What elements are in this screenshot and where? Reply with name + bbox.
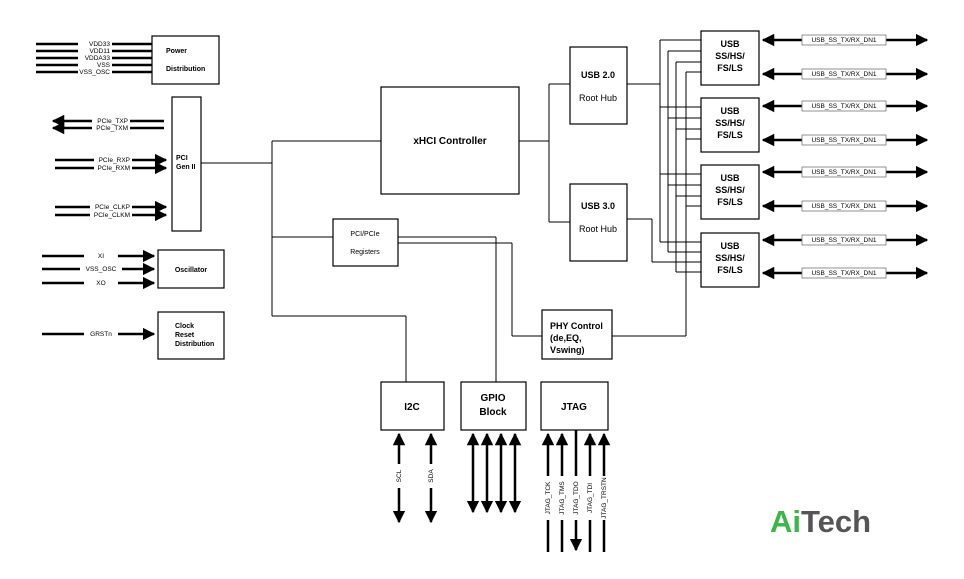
gpio-block: GPIO Block (460, 381, 527, 514)
registers-block: PCI/PCIe Registers (332, 218, 399, 267)
pin-label: SCL (396, 469, 403, 482)
i2c-block: I2C SCL SDA (380, 381, 445, 524)
pin-label: GRSTn (90, 331, 112, 338)
usb-port-2: USB SS/HS/ FS/LS USB_SS_TX/RX_DN1 USB_SS… (700, 97, 929, 153)
gpio-label: GPIO (480, 393, 505, 404)
pin-label: PCIe_TXP (97, 118, 128, 125)
signal-label: USB_SS_TX/RX_DN1 (811, 37, 876, 44)
signal-label: USB_SS_TX/RX_DN1 (811, 71, 876, 78)
usb-speed-label: SS/HS/ (715, 185, 745, 195)
block-label: Block (479, 407, 507, 418)
pin-label: XO (96, 280, 105, 287)
xhci-label: xHCI Controller (413, 136, 486, 147)
pci-label: PCI (176, 155, 188, 162)
pin-label: JTAG_TCK (545, 481, 552, 514)
usb-label: USB (720, 39, 740, 49)
phy-label-1: PHY Control (550, 321, 603, 331)
usb-port-1: USB SS/HS/ FS/LS USB_SS_TX/RX_DN1 USB_SS… (700, 30, 929, 86)
usb-speed-label: FS/LS (717, 265, 743, 275)
distribution-label: Distribution (175, 341, 214, 348)
root-hub-label: Root Hub (579, 93, 617, 103)
usb-speed-label: FS/LS (717, 197, 743, 207)
pin-label: VDD33 (89, 41, 110, 48)
pin-label: VSS_OSC (86, 266, 117, 273)
phy-label-2: (de,EQ, (550, 333, 582, 343)
registers-label-2: Registers (350, 249, 380, 256)
usb-label: USB (720, 173, 740, 183)
pin-label: PCIe_CLKP (95, 204, 130, 211)
pin-label: PCIe_CLKM (94, 212, 130, 219)
usb3-label: USB 3.0 (581, 201, 615, 211)
phy-label-3: Vswing) (550, 345, 585, 355)
pin-label: VSS_OSC (79, 69, 110, 76)
usb2-root-hub-block: USB 2.0 Root Hub (569, 46, 628, 125)
aitech-logo: AiTech (770, 504, 871, 539)
jtag-block: JTAG JTAG_TCK JTAG_TMS JTAG_TDO JTAG_TDI… (540, 381, 611, 552)
pci-gen2-block: PCI Gen II PCIe_TXP PCIe_TXM PCIe_RXP PC… (51, 96, 202, 232)
pin-label: XI (98, 253, 104, 260)
pin-label: VDDA33 (85, 55, 111, 62)
signal-label: USB_SS_TX/RX_DN1 (811, 137, 876, 144)
pin-label: PCIe_RXP (99, 157, 130, 164)
pin-label: VDD11 (90, 48, 111, 55)
reset-label: Reset (175, 332, 195, 339)
pin-label: PCIe_TXM (96, 125, 128, 132)
pin-label: JTAG_TMS (559, 481, 566, 515)
pin-label: VSS (97, 62, 111, 69)
pin-label: JTAG_TRSTN (601, 477, 608, 519)
pin-label: JTAG_TDI (587, 483, 594, 513)
usb-speed-label: FS/LS (717, 130, 743, 140)
oscillator-block: Oscillator XI VSS_OSC XO (42, 249, 225, 290)
pin-label: PCIe_RXM (97, 165, 130, 172)
root-hub-label: Root Hub (579, 224, 617, 234)
gen2-label: Gen II (176, 164, 196, 171)
power-label: Power (166, 48, 187, 55)
internal-wiring (201, 72, 687, 382)
jtag-label: JTAG (561, 402, 587, 413)
xhci-controller-block: xHCI Controller (380, 86, 520, 195)
signal-label: USB_SS_TX/RX_DN1 (811, 237, 876, 244)
clock-label: Clock (175, 323, 194, 330)
usb-label: USB (720, 106, 740, 116)
signal-label: USB_SS_TX/RX_DN1 (811, 270, 876, 277)
usb-speed-label: SS/HS/ (715, 253, 745, 263)
oscillator-label: Oscillator (175, 267, 208, 274)
hub-fanout-wiring (627, 39, 701, 273)
power-pins: VDD33 VDD11 VDDA33 VSS VSS_OSC (36, 40, 152, 76)
pin-label: SDA (428, 469, 435, 483)
logo-ai: Ai (770, 504, 801, 539)
logo-tech: Tech (801, 504, 871, 539)
usb-speed-label: SS/HS/ (715, 51, 745, 61)
signal-label: USB_SS_TX/RX_DN1 (811, 203, 876, 210)
usb-speed-label: FS/LS (717, 63, 743, 73)
usb-label: USB (720, 241, 740, 251)
usb-port-3: USB SS/HS/ FS/LS USB_SS_TX/RX_DN1 USB_SS… (700, 164, 929, 220)
phy-control-block: PHY Control (de,EQ, Vswing) (541, 309, 613, 360)
signal-label: USB_SS_TX/RX_DN1 (811, 169, 876, 176)
clock-reset-block: Clock Reset Distribution GRSTn (42, 311, 225, 360)
signal-label: USB_SS_TX/RX_DN1 (811, 103, 876, 110)
usb2-label: USB 2.0 (581, 70, 615, 80)
usb3-root-hub-block: USB 3.0 Root Hub (569, 183, 628, 262)
distribution-label: Distribution (166, 66, 205, 73)
pin-label: JTAG_TDO (573, 481, 580, 514)
usb-speed-label: SS/HS/ (715, 118, 745, 128)
i2c-label: I2C (404, 402, 420, 413)
registers-label-1: PCI/PCIe (350, 231, 379, 238)
power-distribution-block: Power Distribution VDD33 VDD11 VDDA33 VS… (36, 35, 220, 85)
pci-pins: PCIe_TXP PCIe_TXM PCIe_RXP PCIe_RXM PCIe… (51, 114, 168, 222)
usb-port-4: USB SS/HS/ FS/LS USB_SS_TX/RX_DN1 USB_SS… (700, 232, 929, 288)
